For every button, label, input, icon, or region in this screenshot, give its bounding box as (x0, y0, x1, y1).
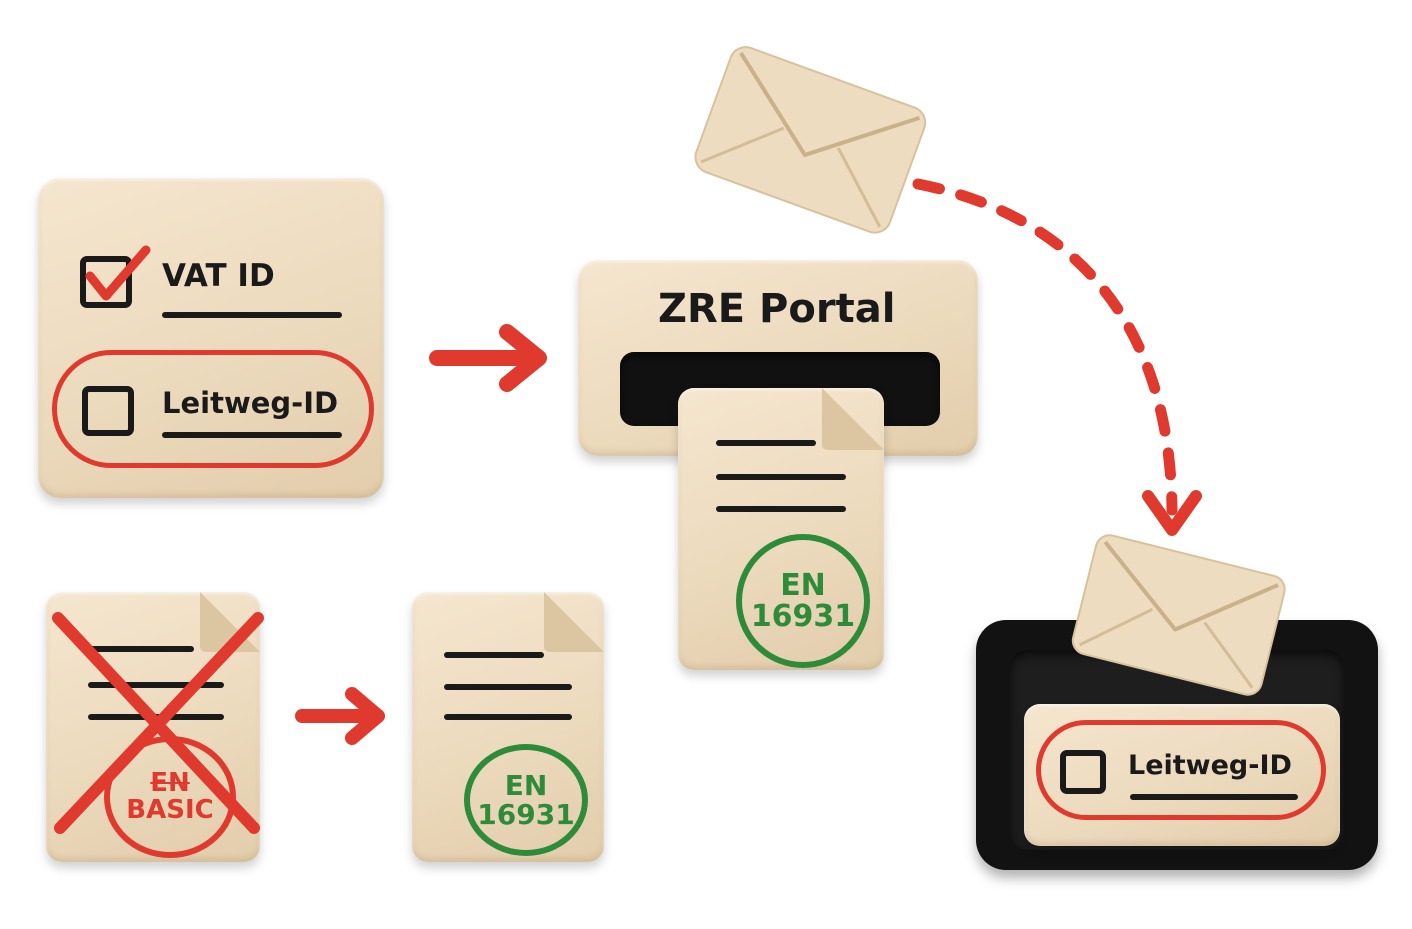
new-doc-stamp: EN 16931 (464, 744, 588, 856)
cross-out-icon (52, 612, 264, 834)
arrow-right-icon (295, 687, 385, 745)
vat-id-underline (162, 312, 342, 318)
stamp-line-1: EN (780, 567, 826, 603)
new-doc-line-3 (444, 714, 572, 720)
leitweg-highlight-ring (52, 350, 374, 468)
vat-id-label: VAT ID (162, 258, 275, 294)
checkmark-icon (85, 245, 151, 301)
envelope-icon (1071, 534, 1286, 696)
new-doc-line-2 (444, 684, 572, 690)
inbox-leitweg-checkbox (1060, 750, 1106, 794)
stamp-line-1: EN (150, 767, 190, 798)
inbox-leitweg-underline (1130, 794, 1298, 800)
leitweg-id-label: Leitweg-ID (162, 386, 339, 420)
page-corner-fold (822, 388, 884, 450)
leitweg-checkbox (82, 386, 134, 436)
inbox-leitweg-label: Leitweg-ID (1128, 750, 1292, 781)
leitweg-id-underline (162, 432, 342, 438)
page-corner-fold (544, 592, 604, 652)
portal-doc-stamp: EN 16931 (736, 534, 870, 668)
portal-title: ZRE Portal (658, 286, 896, 332)
stamp-line-2: 16931 (477, 798, 575, 831)
arrow-right-icon (429, 324, 547, 392)
vat-checkbox (80, 256, 132, 308)
portal-doc-line-2 (716, 474, 846, 480)
old-doc-line-2 (88, 682, 224, 688)
stamp-line-1: EN (504, 768, 548, 802)
portal-doc-line-3 (716, 506, 846, 512)
stamp-line-2: BASIC (126, 795, 214, 825)
envelope-icon (694, 46, 927, 234)
stamp-line-2: 16931 (750, 599, 856, 634)
portal-doc-line-1 (716, 440, 816, 446)
new-doc-line-1 (444, 652, 544, 658)
old-doc-line-1 (88, 646, 194, 652)
dashed-arrow-icon (912, 178, 1202, 536)
inbox-leitweg-ring (1036, 720, 1326, 820)
